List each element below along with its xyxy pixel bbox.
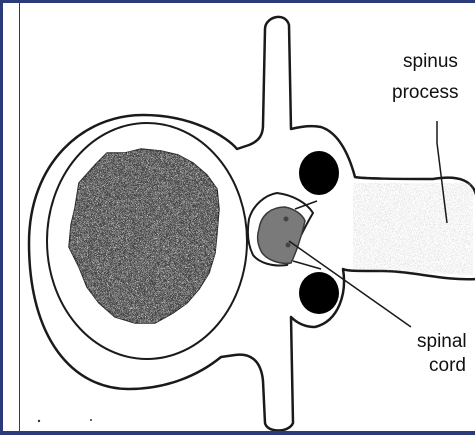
spinal-cord-center-dot [284, 217, 289, 222]
speck [38, 420, 40, 422]
spinous-process-label-line2: process [392, 82, 459, 103]
spinous-process-label-line1: spinus [403, 51, 458, 72]
spinal-cord-label-line2: cord [429, 355, 466, 376]
speck [90, 419, 92, 421]
spinous-process-texture [353, 183, 473, 275]
foramen-lower [299, 272, 339, 314]
foramen-upper [299, 151, 339, 195]
spinal-cord-label-line1: spinal [417, 331, 467, 352]
spinal-cord-center-dot [286, 243, 291, 248]
